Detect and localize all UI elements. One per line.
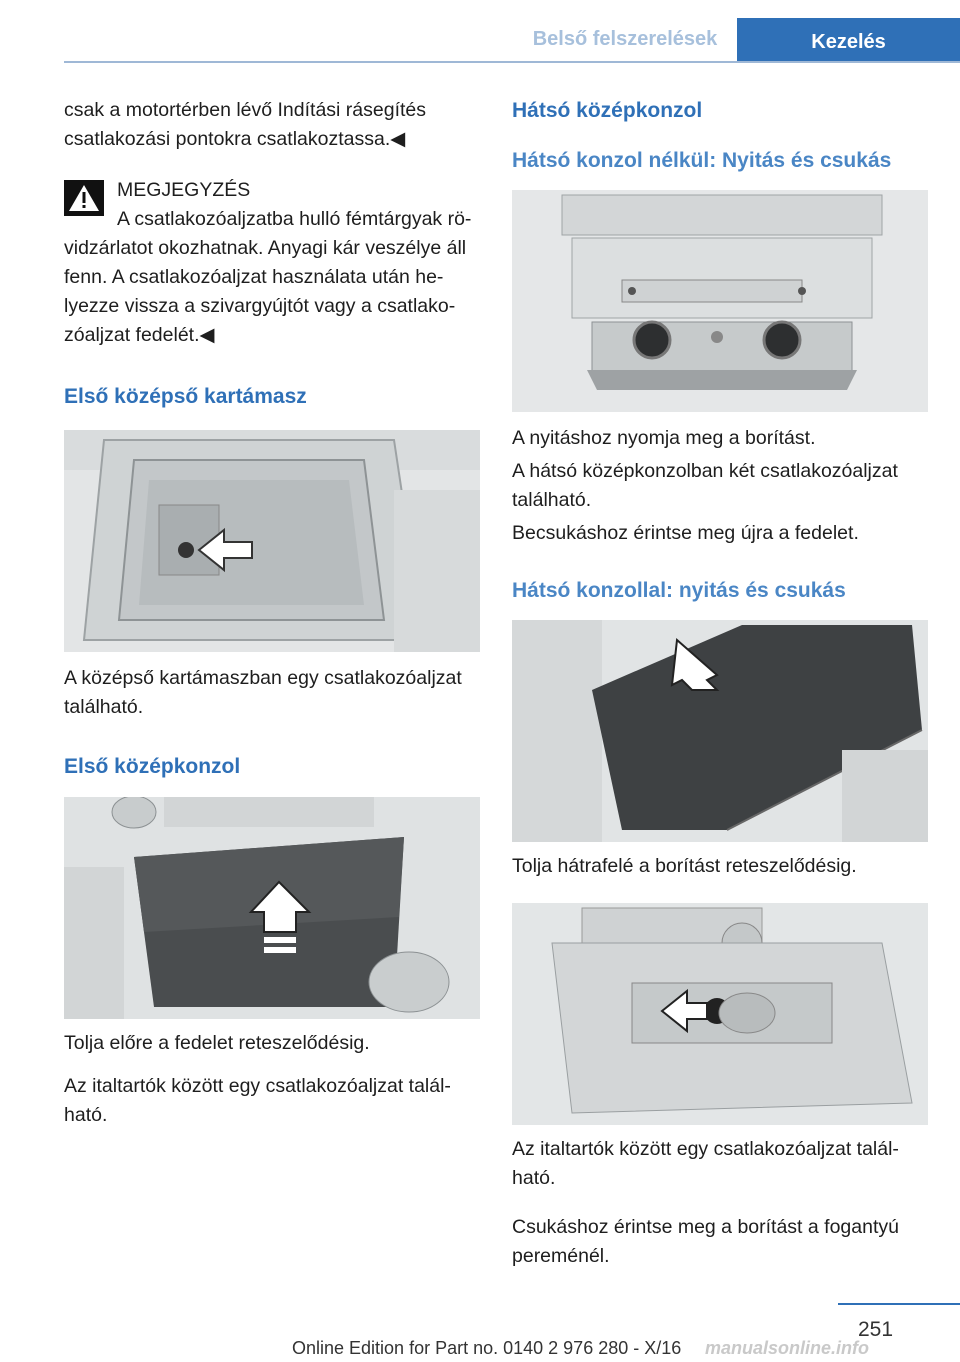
rear-console-image	[512, 190, 928, 412]
heading-front-console: Első középkonzol	[64, 755, 241, 778]
rear-with-caption-3: Csukáshoz érintse meg a borítást a fogan…	[512, 1216, 899, 1267]
rear-with-caption-2: Az italtartók között egy csatlakozóaljza…	[512, 1138, 899, 1189]
active-tab[interactable]: Kezelés	[737, 18, 960, 62]
intro-paragraph: csak a motortérben lévő Indítási rásegít…	[64, 99, 427, 150]
rear-without-caption-3: Becsukáshoz érintse meg újra a fedelet.	[512, 522, 859, 544]
rear-cupholder-image	[512, 903, 928, 1125]
rear-console-cover-image	[512, 620, 928, 842]
front-console-image	[64, 797, 480, 1019]
watermark-logo: manualsonline.info	[705, 1338, 870, 1358]
front-console-caption-2: Az italtartók között egy csatlakozóaljza…	[64, 1075, 451, 1126]
notice-title: MEGJEGYZÉS	[117, 179, 251, 201]
notice-text: vidzárlatot okozhatnak. Anyagi kár veszé…	[64, 237, 467, 346]
notice-block: MEGJEGYZÉS A csatlakozóaljzatba hulló fé…	[64, 176, 480, 350]
right-column: Hátsó középkonzol Hátsó konzol nélkül: N…	[512, 96, 928, 1285]
edition-text: Online Edition for Part no. 0140 2 976 2…	[292, 1338, 682, 1358]
rear-without-caption-1: A nyitáshoz nyomja meg a borítást.	[512, 427, 816, 449]
armrest-caption: A középső kartámaszban egy csatlakozóalj…	[64, 667, 462, 718]
heading-rear-with: Hátsó konzollal: nyitás és csukás	[512, 579, 846, 602]
armrest-image	[64, 430, 480, 652]
warning-icon	[64, 180, 104, 216]
rear-without-caption-2: A hátsó középkonzolban két csatlakozóalj…	[512, 460, 898, 511]
section-tab[interactable]: Belső felszerelések	[532, 28, 718, 50]
notice-text-first: A csatlakozóaljzatba hulló fémtárgyak rö…	[117, 208, 472, 230]
front-console-caption-1: Tolja előre a fedelet reteszelődésig.	[64, 1032, 370, 1054]
heading-rear-without: Hátsó konzol nélkül: Nyitás és csukás	[512, 149, 892, 172]
heading-front-armrest: Első középső kartámasz	[64, 385, 307, 408]
footer-divider	[838, 1303, 960, 1305]
page-number: 251	[858, 1318, 894, 1341]
heading-rear-console: Hátsó középkonzol	[512, 99, 703, 122]
rear-with-caption-1: Tolja hátrafelé a borítást reteszelődési…	[512, 855, 857, 877]
header-divider	[64, 61, 960, 63]
page-header: Belső felszerelések Kezelés	[0, 0, 960, 63]
left-column: csak a motortérben lévő Indítási rásegít…	[64, 96, 480, 1144]
